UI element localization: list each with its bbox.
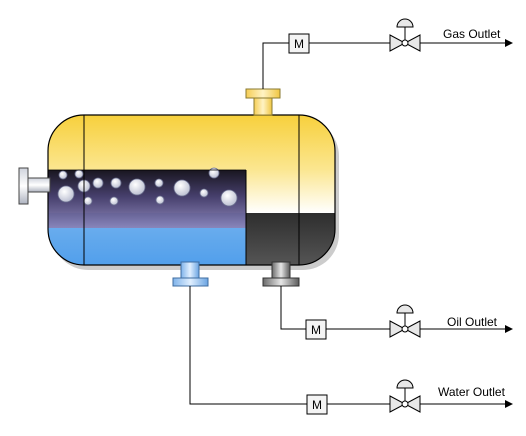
bubble — [109, 196, 119, 206]
oil-phase — [246, 213, 335, 265]
oil-outlet-line — [280, 286, 513, 333]
bubble — [208, 167, 220, 179]
bubble — [173, 179, 191, 197]
oil-control-valve — [389, 304, 421, 338]
bubble — [155, 195, 165, 205]
separator-vessel — [48, 115, 335, 265]
bubble — [110, 177, 122, 189]
gas-outlet-label: Gas Outlet — [443, 27, 501, 41]
oil-meter-label: M — [311, 323, 321, 337]
emulsion-layer — [48, 170, 246, 228]
bubble — [83, 196, 93, 206]
water-flow-meter: M — [306, 394, 328, 415]
bubble — [199, 188, 209, 198]
gas-nozzle — [245, 88, 281, 116]
gas-flow-meter: M — [288, 33, 310, 54]
bubble — [74, 169, 84, 179]
gas-meter-label: M — [294, 37, 304, 51]
bubble — [57, 185, 75, 203]
water-outlet-label: Water Outlet — [438, 385, 506, 399]
water-control-valve — [389, 379, 421, 413]
gas-control-valve — [389, 18, 421, 52]
bubble — [92, 177, 104, 189]
oil-flow-meter: M — [305, 319, 327, 340]
gas-outlet-line — [262, 39, 513, 89]
bubble — [154, 178, 164, 188]
bubble — [58, 170, 68, 180]
inlet-nozzle — [18, 167, 51, 205]
oil-outlet-label: Oil Outlet — [447, 315, 498, 329]
water-meter-label: M — [312, 398, 322, 412]
bubble — [128, 178, 146, 196]
gas-bubbles — [57, 167, 238, 207]
bubble — [220, 189, 238, 207]
water-outlet-line — [189, 286, 513, 408]
